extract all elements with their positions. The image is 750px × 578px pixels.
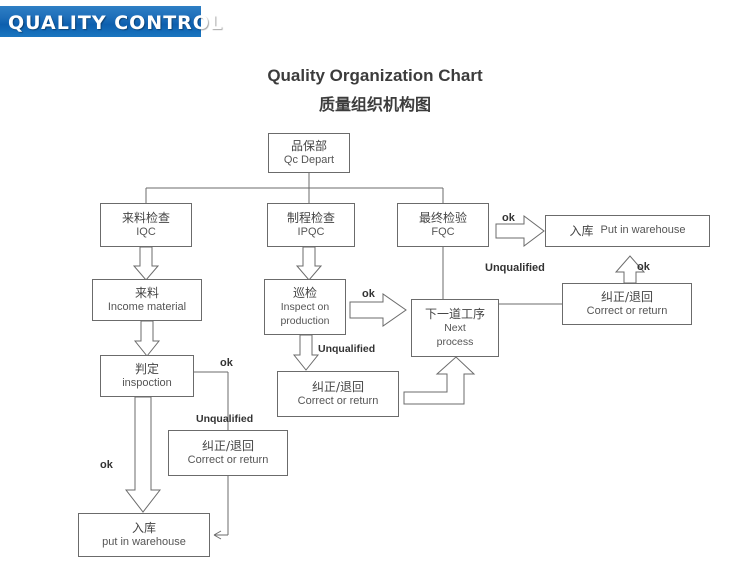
node-label-cn: 入库 xyxy=(569,223,594,238)
edge-label-ok-warehouse: ok xyxy=(100,459,113,471)
node-label-cn: 来料 xyxy=(134,285,159,300)
node-correct-or-return-middle[interactable]: 纠正/退回 Correct or return xyxy=(277,371,399,417)
node-qc-depart[interactable]: 品保部 Qc Depart xyxy=(268,133,350,173)
edge-label-unqualified-patrol: Unqualified xyxy=(318,343,376,355)
node-label-en: Qc Depart xyxy=(283,153,335,166)
node-label-cn: 纠正/退回 xyxy=(201,438,255,453)
banner-title: QUALITY CONTROL xyxy=(8,12,224,34)
node-inspoction[interactable]: 判定 inspoction xyxy=(100,355,194,397)
node-label-en: Next process xyxy=(436,322,474,348)
edge-label-ok-inspoction: ok xyxy=(220,357,233,369)
node-label-cn: 品保部 xyxy=(290,138,327,153)
node-label-cn: 最终检验 xyxy=(418,210,467,225)
node-label-en: Put in warehouse xyxy=(600,224,686,237)
node-label-en: IPQC xyxy=(297,225,325,238)
node-label-cn: 判定 xyxy=(134,361,159,376)
node-label-en: inspoction xyxy=(122,376,172,389)
quality-control-banner: QUALITY CONTROL xyxy=(0,6,222,37)
edge-label-ok-correct-right: ok xyxy=(637,261,650,273)
node-fqc[interactable]: 最终检验 FQC xyxy=(397,203,489,247)
node-label-cn: 入库 xyxy=(131,520,156,535)
edge-label-ok-fqc: ok xyxy=(502,212,515,224)
node-next-process[interactable]: 下一道工序 Next process xyxy=(411,299,499,357)
node-label-cn: 制程检查 xyxy=(286,210,335,225)
node-label-cn: 纠正/退回 xyxy=(600,289,654,304)
node-put-in-warehouse-right[interactable]: 入库 Put in warehouse xyxy=(545,215,710,247)
node-income-material[interactable]: 来料 Income material xyxy=(92,279,202,321)
page-title-en: Quality Organization Chart xyxy=(267,66,483,85)
node-label-en: Correct or return xyxy=(187,453,269,466)
node-label-en: FQC xyxy=(431,225,455,238)
edge-label-unqualified-inspoction: Unqualified xyxy=(196,413,254,425)
node-inspect-on-production[interactable]: 巡检 Inspect on production xyxy=(264,279,346,335)
node-label-en: Inspect on production xyxy=(280,301,330,327)
node-label-en: IQC xyxy=(136,225,156,238)
edge-label-unqualified-fqc: Unqualified xyxy=(485,262,545,274)
edge-label-ok-patrol: ok xyxy=(362,288,375,300)
node-put-in-warehouse-bottom[interactable]: 入库 put in warehouse xyxy=(78,513,210,557)
node-correct-or-return-right[interactable]: 纠正/退回 Correct or return xyxy=(562,283,692,325)
node-label-en: Correct or return xyxy=(297,394,379,407)
node-ipqc[interactable]: 制程检查 IPQC xyxy=(267,203,355,247)
page-title-cn: 质量组织机构图 xyxy=(318,95,431,114)
node-iqc[interactable]: 来料检查 IQC xyxy=(100,203,192,247)
node-label-cn: 来料检查 xyxy=(121,210,170,225)
node-correct-or-return-left[interactable]: 纠正/退回 Correct or return xyxy=(168,430,288,476)
node-label-cn: 巡检 xyxy=(292,286,317,301)
node-label-en: put in warehouse xyxy=(102,535,186,548)
node-label-cn: 下一道工序 xyxy=(424,307,485,322)
node-label-cn: 纠正/退回 xyxy=(311,379,365,394)
node-label-en: Income material xyxy=(107,300,187,313)
node-label-en: Correct or return xyxy=(586,304,668,317)
